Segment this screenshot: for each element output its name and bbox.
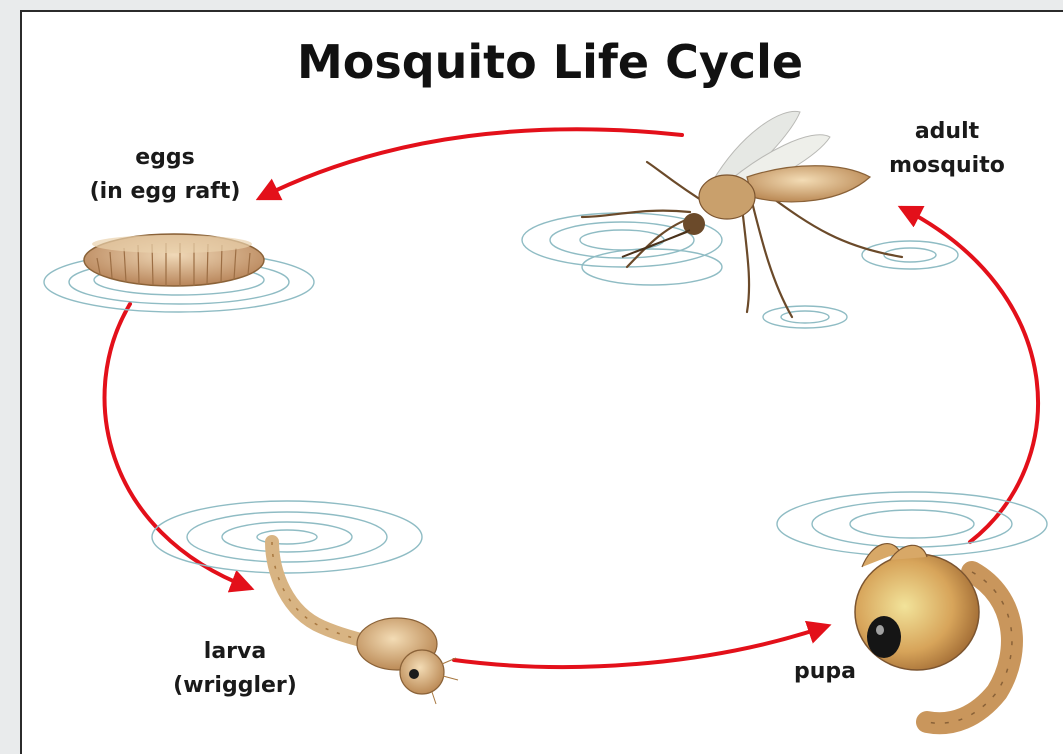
arrow-larva-to-pupa [454,626,827,667]
stage-label-pupa: pupa [794,659,856,684]
stage-label-line: pupa [794,659,856,684]
diagram-frame: Mosquito Life Cycle [20,10,1063,754]
stage-label-line: (wriggler) [173,673,297,698]
life-cycle-diagram: Mosquito Life Cycle [22,12,1063,754]
stage-label-line: adult [915,119,980,144]
stage-label-eggs: eggs (in egg raft) [90,145,241,204]
stage-label-larva: larva (wriggler) [173,639,297,698]
stage-label-line: larva [204,639,266,664]
stage-label-line: eggs [135,145,195,170]
arrow-adult-to-eggs [260,129,682,198]
arrow-eggs-to-larva [105,304,250,588]
stage-label-line: mosquito [889,153,1005,178]
page-title: Mosquito Life Cycle [297,35,803,89]
egg-raft-icon [44,234,314,312]
stage-label-adult: adult mosquito [889,119,1005,178]
stage-label-line: (in egg raft) [90,179,241,204]
adult-mosquito-icon [522,111,958,328]
pupa-icon [777,492,1047,723]
